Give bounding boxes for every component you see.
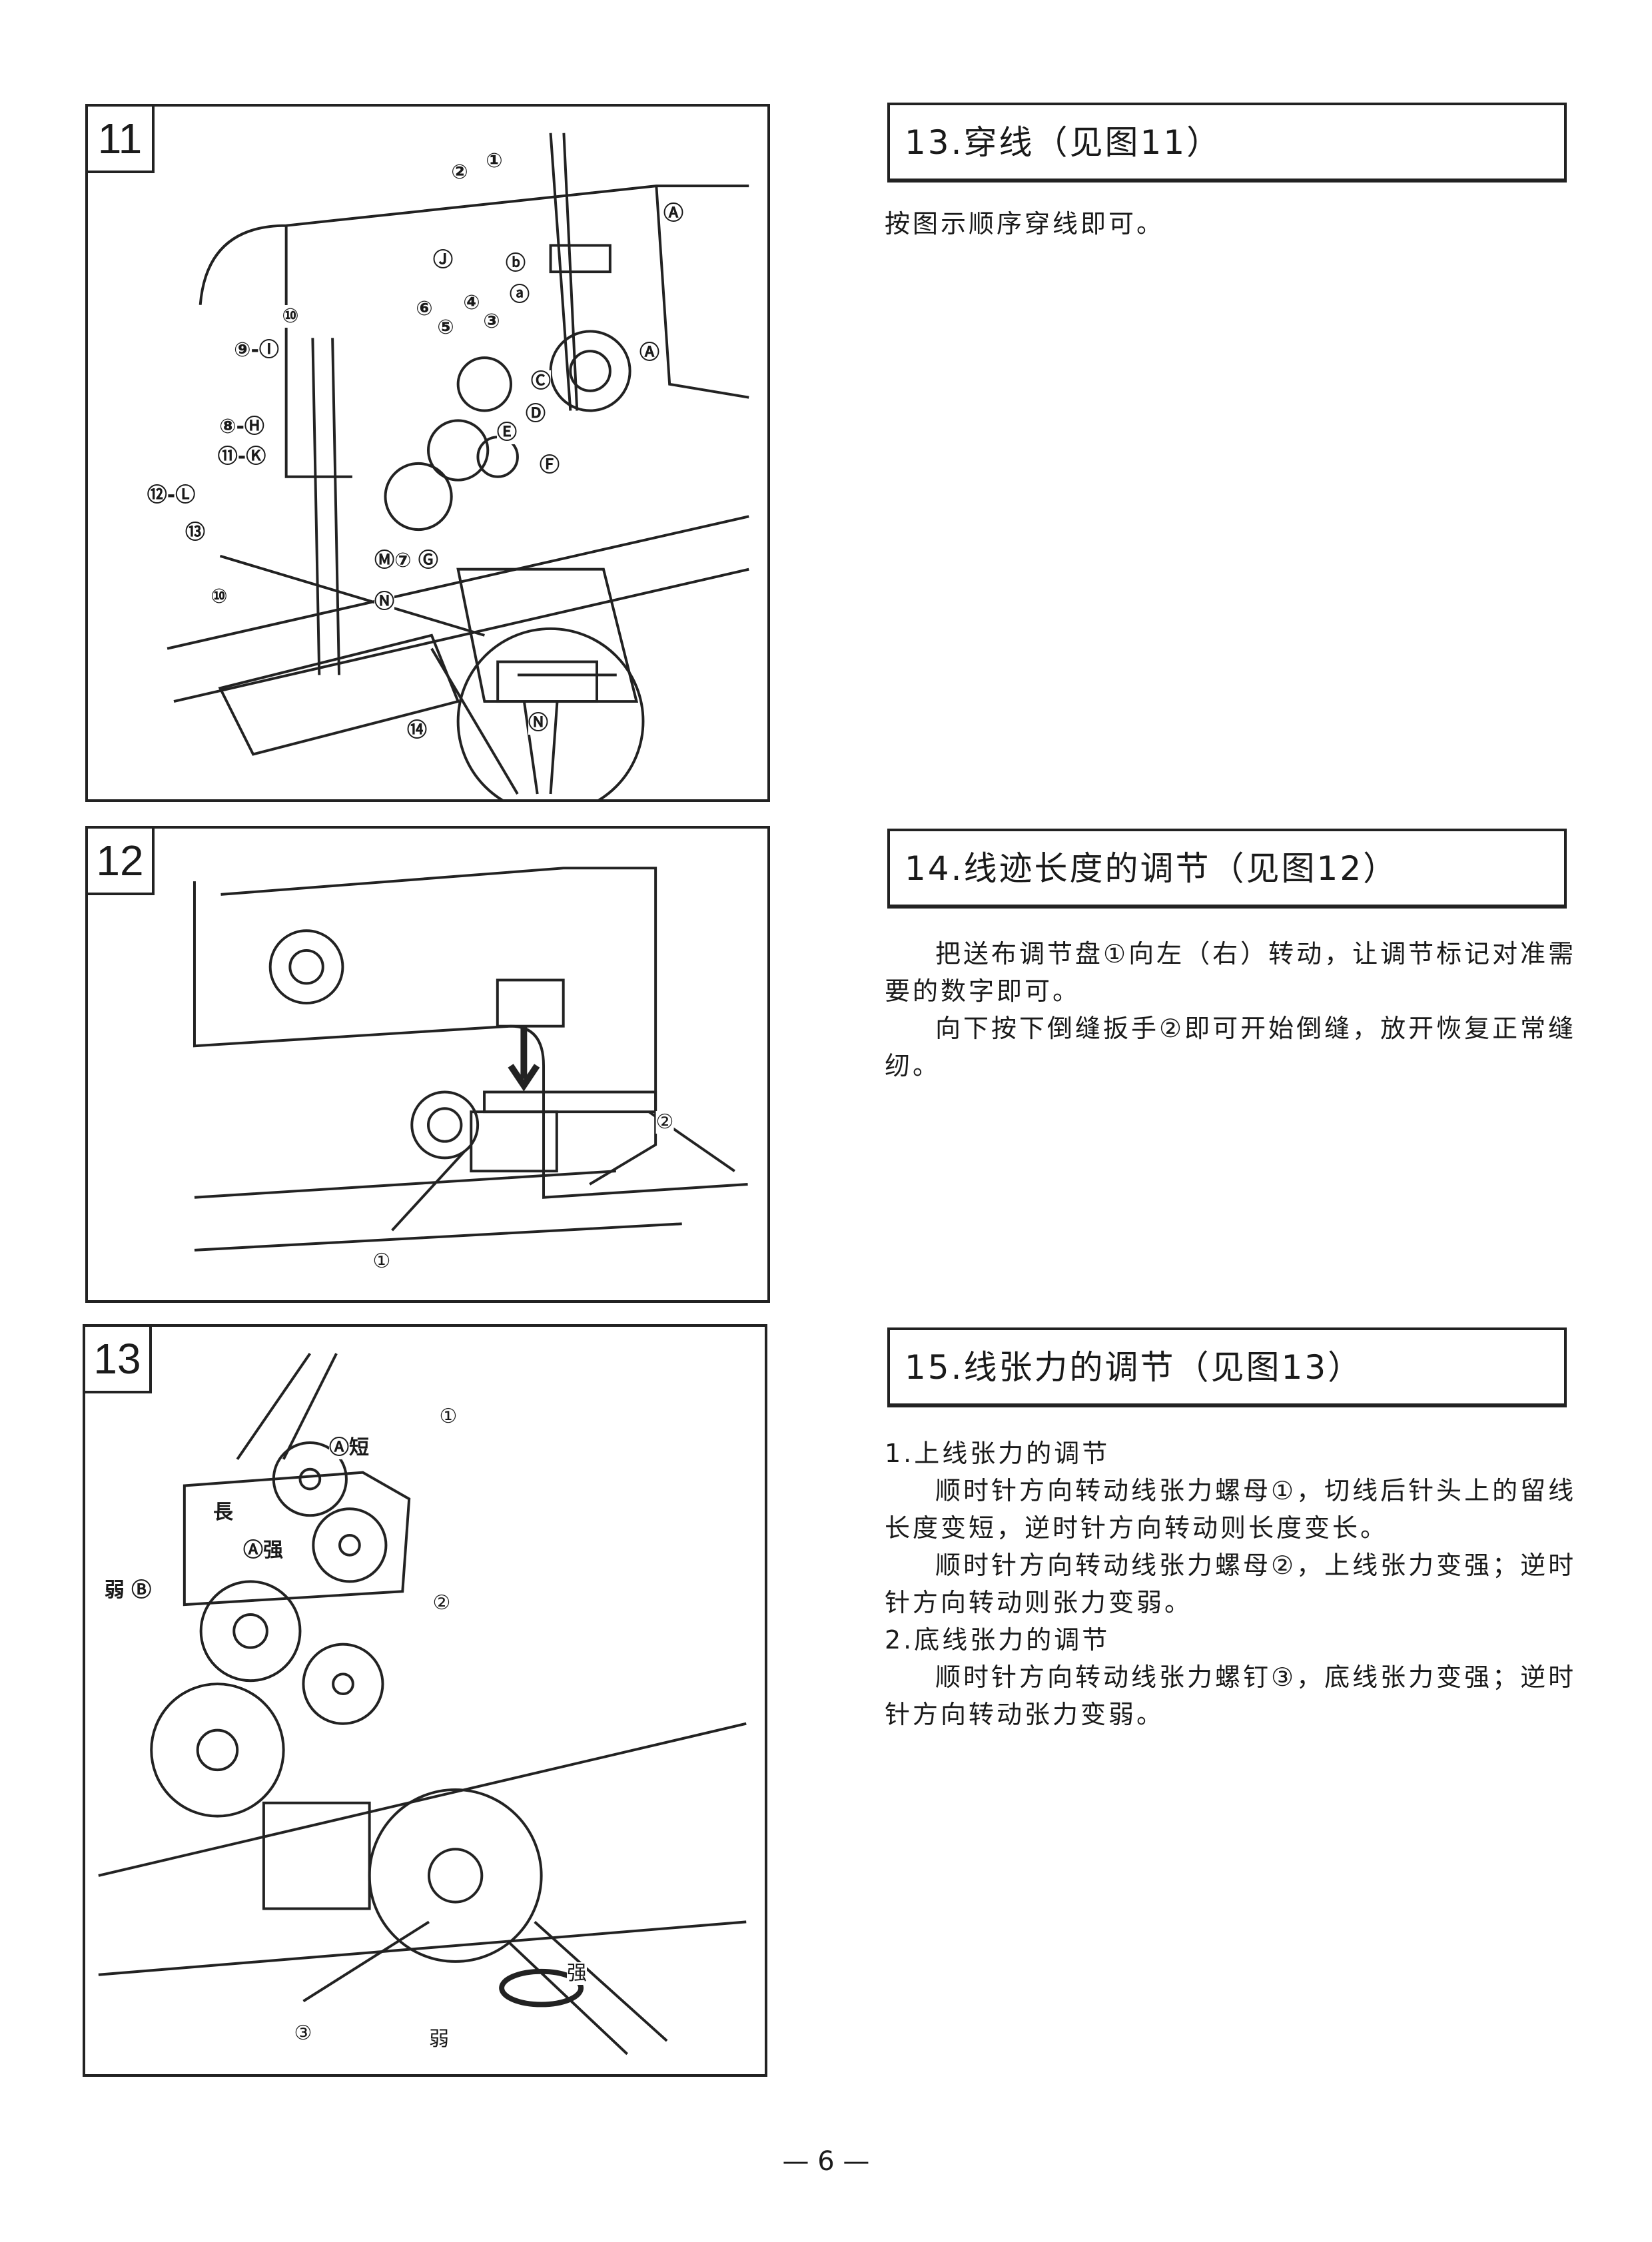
callout: ⓑ: [506, 252, 526, 275]
figure-number: 13: [85, 1327, 152, 1393]
callout: Ⓐ短: [329, 1436, 369, 1459]
callout: Ⓐ: [663, 202, 683, 225]
callout: ⑤: [437, 316, 454, 339]
callout: ⓐ: [510, 283, 530, 306]
figure-number: 12: [88, 829, 155, 895]
stitch-length-illustration: [193, 867, 748, 1252]
section-15-heading: 15.线张力的调节（见图13）: [887, 1327, 1567, 1407]
callout: ①: [486, 149, 503, 173]
callout: ②: [451, 161, 468, 184]
callout: Ⓕ: [540, 454, 560, 477]
subheading: 2.底线张力的调节: [885, 1625, 1110, 1655]
callout: Ⓝ: [528, 711, 548, 735]
callout: Ⓝ: [374, 590, 394, 613]
callout: Ⓐ: [639, 341, 659, 364]
paragraph: 向下按下倒缝扳手②即可开始倒缝，放开恢复正常缝纫。: [885, 1014, 1577, 1080]
reverse-lever-callout: ②: [655, 1110, 674, 1134]
page-number: — 6 —: [782, 2146, 870, 2177]
callout: ⑫-Ⓛ: [147, 484, 196, 507]
paragraph: 顺时针方向转动线张力螺母①，切线后针头上的留线长度变短，逆时针方向转动则长度变长…: [885, 1476, 1577, 1543]
section-15-body: 1.上线张力的调节 顺时针方向转动线张力螺母①，切线后针头上的留线长度变短，逆时…: [885, 1435, 1577, 1733]
callout: Ⓐ强: [243, 1539, 283, 1562]
callout: ③: [294, 2022, 312, 2045]
callout: ⑩: [210, 585, 228, 608]
callout: Ⓔ: [497, 421, 517, 444]
subheading: 1.上线张力的调节: [885, 1439, 1110, 1468]
section-13-body: 按图示顺序穿线即可。: [885, 205, 1577, 242]
figure-11-threading: 11: [85, 104, 770, 802]
paragraph: 顺时针方向转动线张力螺钉③，底线张力变强；逆时针方向转动张力变弱。: [885, 1663, 1577, 1729]
callout: ⑧-Ⓗ: [219, 415, 264, 438]
section-13-heading: 13.穿线（见图11）: [887, 103, 1567, 183]
figure-12-stitch-length: 12: [85, 826, 770, 1303]
callout: ⑪-Ⓚ: [217, 445, 266, 468]
section-14-heading: 14.线迹长度的调节（见图12）: [887, 829, 1567, 909]
callout: ⑬: [185, 521, 205, 544]
figure-13-thread-tension: 13: [83, 1324, 767, 2077]
threading-illustration: [167, 133, 749, 799]
callout: Ⓒ: [531, 370, 551, 393]
callout: Ⓓ: [526, 402, 546, 426]
paragraph: 按图示顺序穿线即可。: [885, 209, 1165, 238]
thread-tension-illustration: [98, 1352, 747, 2055]
callout: Ⓙ: [433, 248, 453, 272]
callout: 强: [567, 1962, 587, 1985]
callout: ⑨-Ⓘ: [234, 338, 279, 362]
feed-dial-callout: ①: [372, 1250, 391, 1273]
callout: 長: [213, 1501, 233, 1524]
figure-number: 11: [88, 107, 155, 173]
callout: ③: [483, 310, 500, 333]
callout: ⑭: [407, 719, 427, 742]
callout: ①: [439, 1405, 458, 1428]
callout: ②: [432, 1591, 451, 1615]
callout: 弱 Ⓑ: [104, 1579, 152, 1602]
section-14-body: 把送布调节盘①向左（右）转动，让调节标记对准需要的数字即可。 向下按下倒缝扳手②…: [885, 935, 1577, 1084]
callout: ④: [463, 291, 480, 314]
callout: 弱: [429, 2028, 449, 2051]
paragraph: 把送布调节盘①向左（右）转动，让调节标记对准需要的数字即可。: [885, 939, 1577, 1006]
paragraph: 顺时针方向转动线张力螺母②，上线张力变强；逆时针方向转动则张力变弱。: [885, 1551, 1577, 1617]
callout: Ⓜ⑦ Ⓖ: [374, 549, 438, 572]
callout: ⑩: [282, 304, 299, 328]
callout: ⑥: [416, 297, 433, 320]
